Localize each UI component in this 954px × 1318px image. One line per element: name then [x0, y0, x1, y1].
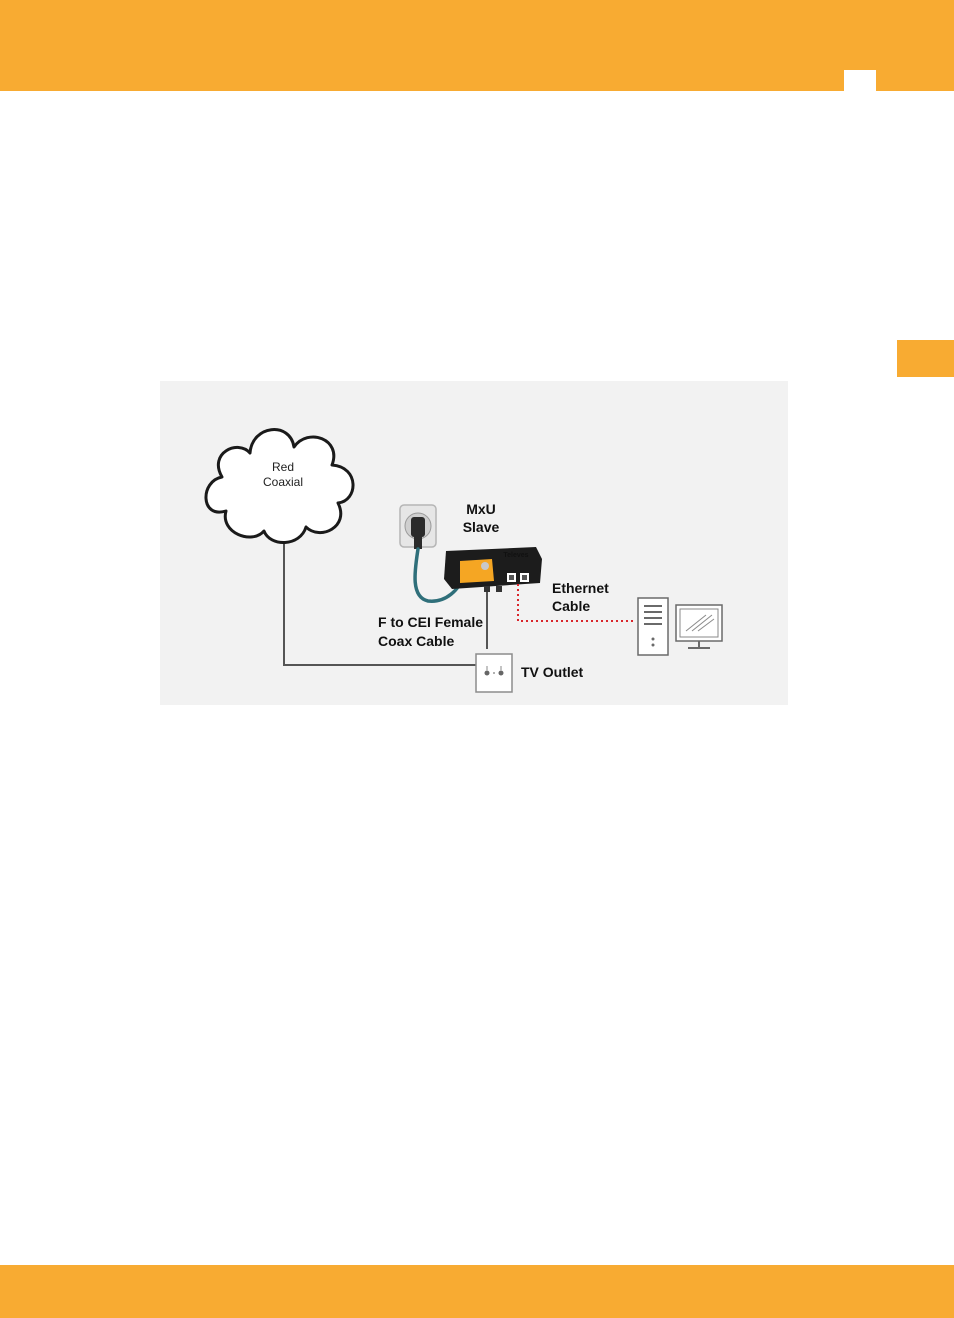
- power-socket-icon: [399, 504, 437, 549]
- monitor-icon: [675, 604, 723, 649]
- coax-label-line-1: F to CEI Female: [378, 614, 483, 630]
- tv-outlet-icon: [475, 653, 513, 693]
- mxu-device-icon: [444, 547, 542, 592]
- network-diagram: Red Coaxial Televes MxU Slave: [160, 381, 788, 705]
- cloud-icon: [204, 428, 355, 544]
- device-brand-label: Televes: [503, 552, 528, 559]
- footer-bar: [0, 1265, 954, 1318]
- side-chapter-tab: [897, 340, 954, 377]
- diagram-canvas: Red Coaxial Televes MxU Slave: [204, 428, 723, 693]
- ethernet-cable-line: [517, 584, 636, 622]
- coax-label-line-2: Coax Cable: [378, 633, 454, 649]
- ethernet-label-line-1: Ethernet: [552, 580, 609, 596]
- header-bar: [0, 0, 954, 91]
- ethernet-label-line-2: Cable: [552, 598, 590, 614]
- device-label-line-2: Slave: [463, 519, 500, 535]
- outlet-label: TV Outlet: [521, 664, 584, 680]
- device-label-line-1: MxU: [466, 501, 496, 517]
- cloud-label-line-2: Coaxial: [263, 475, 303, 489]
- coax-network-line: [283, 536, 476, 666]
- page-number-box: [844, 70, 876, 91]
- cloud-label-line-1: Red: [272, 460, 294, 474]
- pc-tower-icon: [637, 597, 669, 656]
